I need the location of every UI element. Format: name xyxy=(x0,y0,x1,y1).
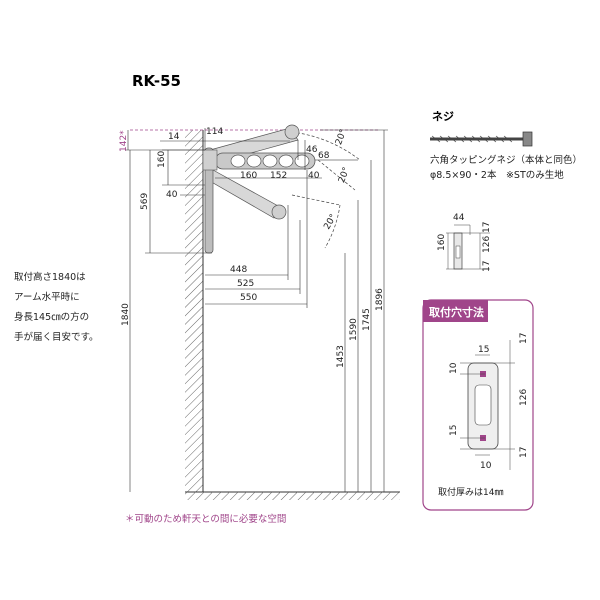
screw-heading: ネジ xyxy=(432,110,454,123)
bracket-dim-44: 44 xyxy=(453,213,465,223)
screw-icon xyxy=(430,131,533,147)
dimension-labels: 142* 14 114 160 40 569 1840 46 68 160 15… xyxy=(119,127,385,368)
screw-desc-2: φ8.5×90・2本 ※STのみ生地 xyxy=(430,169,564,181)
note-line-1: 取付高さ1840は xyxy=(14,271,86,283)
dim-14: 14 xyxy=(168,132,180,142)
dim-550: 550 xyxy=(240,293,257,303)
footnote: ＊可動のため軒天との間に必要な空間 xyxy=(125,513,286,525)
wall xyxy=(185,130,400,500)
bracket-dim-126: 126 xyxy=(482,236,492,253)
dim-68: 68 xyxy=(318,151,330,161)
height-note: 取付高さ1840は アーム水平時に 身長145㎝の方の 手が届く目安です。 xyxy=(14,271,99,343)
wall-bracket xyxy=(202,147,218,254)
screw-desc-1: 六角タッピングネジ（本体と同色） xyxy=(430,154,582,166)
mount-dim-17-bot: 17 xyxy=(519,447,529,458)
bracket-dim-17a: 17 xyxy=(482,222,492,233)
mount-dim-15-top: 15 xyxy=(478,345,489,355)
dim-40-right: 40 xyxy=(308,171,320,181)
dim-142: 142* xyxy=(119,130,129,152)
bracket-dim-160: 160 xyxy=(437,234,447,251)
dim-40-left: 40 xyxy=(166,190,178,200)
dim-1745: 1745 xyxy=(362,308,372,331)
note-line-4: 手が届く目安です。 xyxy=(14,331,99,343)
bracket-dim-17b: 17 xyxy=(482,261,492,272)
angle-top: 20° xyxy=(334,128,349,146)
mount-dim-10-bot: 10 xyxy=(480,461,492,471)
dim-114: 114 xyxy=(206,127,223,137)
mount-dim-126: 126 xyxy=(519,389,529,406)
mounting-heading: 取付穴寸法 xyxy=(429,305,484,319)
dim-46: 46 xyxy=(306,145,318,155)
mount-thickness-note: 取付厚みは14㎜ xyxy=(438,487,503,498)
dim-160-arm: 160 xyxy=(240,171,257,181)
mount-dim-10-top: 10 xyxy=(449,362,459,374)
dim-1840: 1840 xyxy=(121,303,131,326)
dim-448: 448 xyxy=(230,265,247,275)
dim-525: 525 xyxy=(237,279,254,289)
mount-dim-17-top: 17 xyxy=(519,333,529,344)
dimension-lines xyxy=(125,128,388,492)
dim-160-left: 160 xyxy=(157,151,167,168)
screw-section: ネジ 六角タッピングネジ（本体と同色） φ8.5×90・2本 ※STのみ生地 xyxy=(430,110,582,181)
dim-569: 569 xyxy=(140,193,150,210)
mounting-hole-panel: 取付穴寸法 15 17 10 126 15 17 10 取付厚みは14㎜ xyxy=(422,299,534,511)
mount-dim-15-bot: 15 xyxy=(449,425,459,436)
dim-1590: 1590 xyxy=(349,318,359,341)
bracket-front-view: 44 160 17 126 17 xyxy=(437,213,492,272)
hanger-arm-horizontal xyxy=(214,152,316,170)
dim-1896: 1896 xyxy=(375,288,385,311)
dim-1453: 1453 xyxy=(336,345,346,368)
angle-mid: 20° xyxy=(337,166,352,184)
note-line-2: アーム水平時に xyxy=(14,291,80,303)
note-line-3: 身長145㎝の方の xyxy=(14,311,89,323)
dim-152: 152 xyxy=(270,171,287,181)
model-title: RK-55 xyxy=(132,72,181,90)
